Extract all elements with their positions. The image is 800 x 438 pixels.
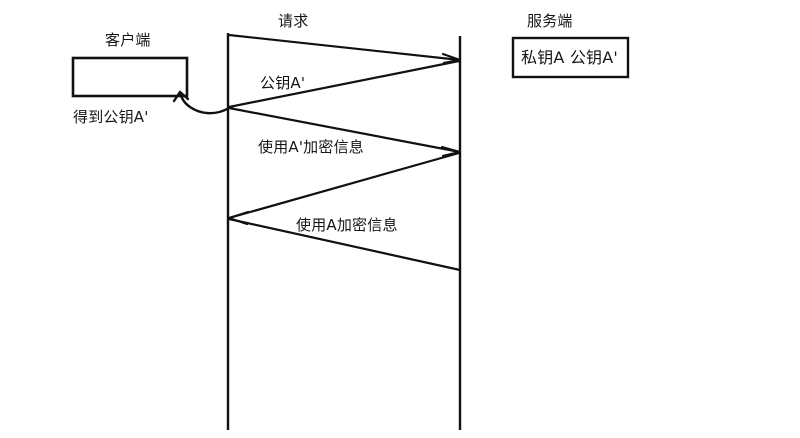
message-arrow-request [228,33,461,62]
curved-arrow-to-client [178,90,231,115]
message-return-leg [228,151,460,220]
message-arrow-pubkey [228,59,460,109]
server-keys-label: 私钥A 公钥A' [521,48,618,67]
message-arrow-encrypt-with-privkey [228,217,461,272]
client-box [71,56,189,98]
message-label-encrypt-with-pubkey: 使用A'加密信息 [258,138,364,156]
server-box [511,36,630,79]
client-note-label: 得到公钥A' [73,108,149,126]
client-title-label: 客户端 [105,31,151,49]
message-label-request: 请求 [278,12,309,30]
message-label-encrypt-with-privkey: 使用A加密信息 [296,216,398,234]
message-arrow-encrypt-with-pubkey [228,106,461,154]
message-label-pubkey: 公钥A' [260,74,306,92]
server-title-label: 服务端 [527,12,573,30]
arrowhead-curved-arrow [172,90,190,103]
